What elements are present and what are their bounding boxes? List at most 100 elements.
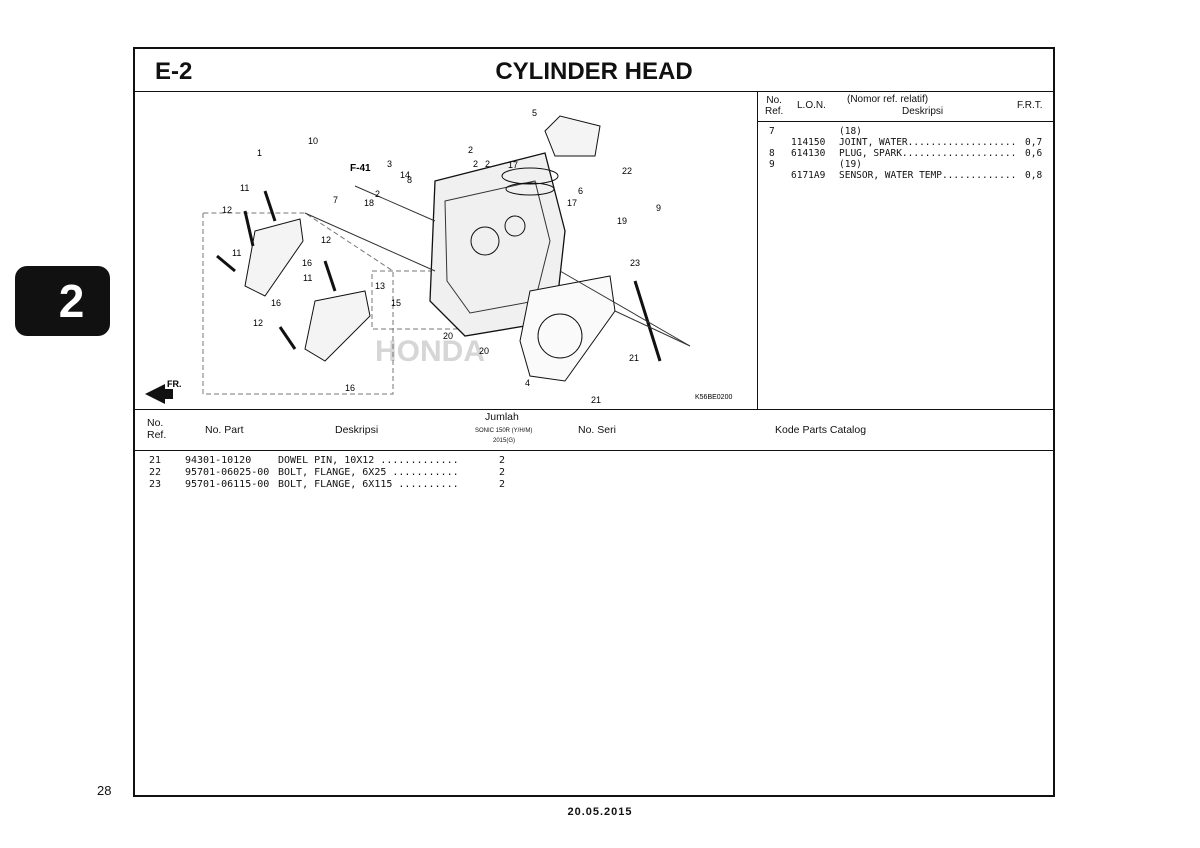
lon-desc: (19): [839, 159, 862, 170]
lon-table-header: No. Ref. L.O.N. (Nomor ref. relatif) Des…: [757, 91, 1053, 122]
callout-number: 16: [345, 383, 355, 393]
cam-holder-upper: [244, 218, 304, 297]
callout-number: 18: [364, 198, 374, 208]
lon-no-ref-header: No. Ref.: [765, 95, 784, 117]
parts-ref: 22: [149, 467, 162, 478]
parts-desc: BOLT, FLANGE, 6X25 ...........: [278, 467, 459, 478]
parts-desc: BOLT, FLANGE, 6X115 ..........: [278, 479, 459, 490]
head-gasket-part: [519, 275, 616, 382]
kode-parts-header: Kode Parts Catalog: [775, 424, 867, 436]
callout-number: 12: [222, 205, 232, 215]
callout-number: 9: [656, 203, 661, 213]
callout-number: 17: [567, 198, 577, 208]
lon-desc: (18): [839, 126, 862, 137]
watermark-text: HONDA: [375, 335, 485, 368]
callout-number: 20: [479, 346, 489, 356]
no-seri-header: No. Seri: [578, 424, 616, 436]
diagram-ref-code: K56BE0200: [695, 394, 732, 401]
callout-number: 2: [485, 159, 490, 169]
parts-row: 23 95701-06115-00 BOLT, FLANGE, 6X115 ....…: [135, 479, 1053, 491]
callout-number: 10: [308, 136, 318, 146]
callout-number: 4: [525, 378, 530, 388]
callout-number: 8: [407, 175, 412, 185]
jumlah-header: Jumlah: [485, 411, 519, 423]
bolt-part: [323, 260, 337, 292]
lon-table-rows: 7(18)114150 JOINT, WATER.................…: [757, 122, 1053, 181]
title-row: E-2 CYLINDER HEAD: [135, 49, 1053, 92]
leader-line: [614, 310, 691, 347]
parts-number: 95701-06115-00: [185, 479, 270, 490]
lon-ref: 8: [769, 148, 775, 159]
cylinder-head-diagram: HONDA: [145, 108, 732, 405]
lon-frt: 0,7: [1025, 137, 1043, 148]
bolt-part: [263, 190, 277, 222]
callout-number: 17: [508, 160, 518, 170]
lon-table: No. Ref. L.O.N. (Nomor ref. relatif) Des…: [757, 91, 1053, 409]
deskripsi-header: Deskripsi: [335, 424, 379, 436]
front-arrow-icon: [145, 384, 173, 404]
parts-qty: 2: [499, 455, 506, 466]
callout-number: 15: [391, 298, 401, 308]
parts-ref: 21: [149, 455, 162, 466]
frt-header: F.R.T.: [1017, 100, 1043, 111]
gasket-bore-detail: [537, 313, 583, 359]
bolt-part: [216, 254, 236, 273]
lon-desc: PLUG, SPARK....................: [839, 148, 1017, 159]
callout-number: 5: [532, 108, 537, 118]
valve-bore-detail: [504, 215, 526, 237]
lon-code: 6171A9: [791, 170, 826, 181]
footer-date: 20.05.2015: [567, 806, 633, 818]
lon-row: 7(18): [757, 126, 1053, 137]
model-header: SONIC 150R (Y/H/M): [475, 428, 533, 434]
callout-number: 6: [578, 186, 583, 196]
o-ring-part: [501, 167, 559, 185]
parts-ref: 23: [149, 479, 162, 490]
leader-line: [354, 185, 436, 222]
callout-number: 23: [630, 258, 640, 268]
callout-number: 21: [629, 353, 639, 363]
lon-header: L.O.N.: [797, 100, 826, 111]
exploded-diagram: HONDA: [135, 91, 758, 409]
lon-desc: SENSOR, WATER TEMP.............: [839, 170, 1017, 181]
lon-code: 114150: [791, 137, 826, 148]
page-number: 28: [97, 783, 112, 798]
page-title: CYLINDER HEAD: [495, 58, 693, 85]
water-joint-part: [544, 115, 601, 157]
lon-desc: JOINT, WATER...................: [839, 137, 1017, 148]
cam-bore-detail: [470, 226, 500, 256]
callout-number: 2: [468, 145, 473, 155]
parts-number: 94301-10120: [185, 455, 252, 466]
parts-no-ref-header: No. Ref.: [147, 417, 167, 441]
callout-number: 13: [375, 281, 385, 291]
callout-number: 14: [400, 170, 410, 180]
callout-number: 20: [443, 331, 453, 341]
lon-ref: 9: [769, 159, 775, 170]
chapter-tab: 2: [15, 266, 110, 336]
callout-number: 19: [617, 216, 627, 226]
callout-number: 11: [232, 248, 241, 258]
leader-line: [559, 270, 691, 347]
parts-row: 22 95701-06025-00 BOLT, FLANGE, 6X25 .....…: [135, 467, 1053, 479]
bolt-part: [278, 326, 297, 350]
callout-number: 16: [271, 298, 281, 308]
group-outline-mid: [371, 270, 463, 330]
callout-number: 7: [333, 195, 338, 205]
page-frame: E-2 CYLINDER HEAD HONDA: [133, 47, 1055, 797]
parts-qty: 2: [499, 479, 506, 490]
callout-number: 22: [622, 166, 632, 176]
lon-row: 9 (19): [757, 159, 1053, 170]
callout-number: 21: [591, 395, 601, 405]
callout-number: 12: [321, 235, 331, 245]
desc-header-1: (Nomor ref. relatif): [847, 94, 929, 105]
group-outline-left: [202, 212, 394, 395]
o-ring-part-2: [505, 182, 555, 196]
year-header: 2015(G): [493, 438, 516, 444]
cam-holder-lower: [304, 290, 371, 362]
parts-number: 95701-06025-00: [185, 467, 270, 478]
bolt-part: [243, 210, 255, 247]
